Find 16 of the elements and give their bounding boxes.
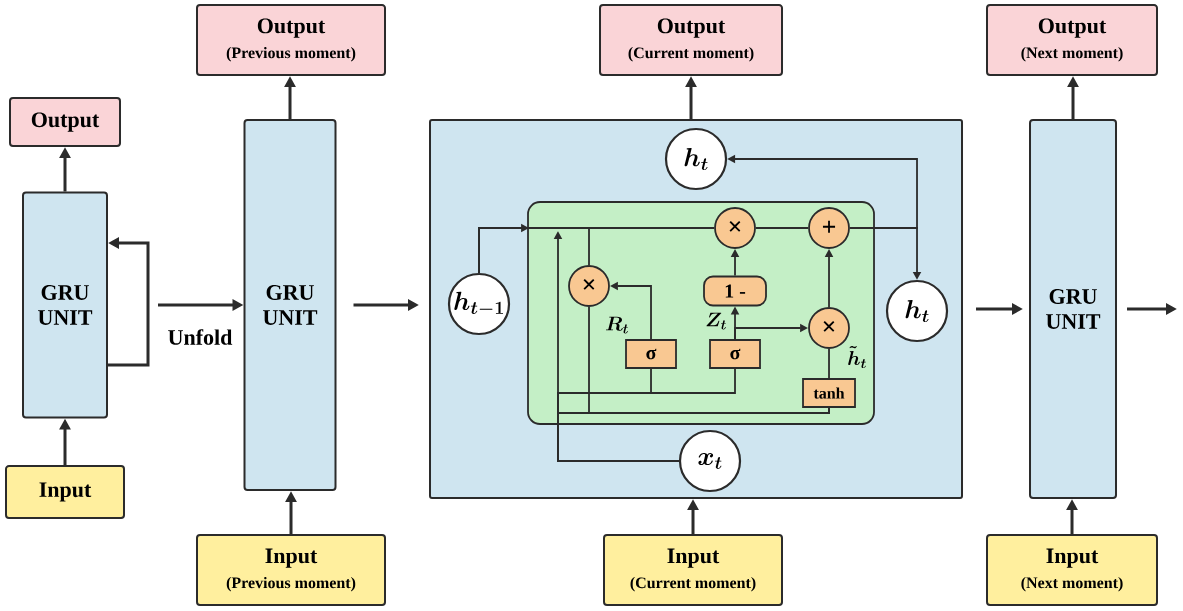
gru-unit-box: GRU UNIT: [243, 119, 337, 491]
input-box: Input: [5, 465, 125, 519]
sigmoid-box: σ: [709, 339, 761, 369]
output-box: Output (Current moment): [599, 4, 783, 76]
gru-unit-box: GRU UNIT: [22, 191, 108, 419]
input-box: Input (Current moment): [603, 534, 783, 606]
output-box: Output (Next moment): [986, 4, 1158, 76]
edge-label: Unfold: [166, 328, 234, 346]
output-box: Output (Previous moment): [196, 4, 386, 76]
input-box: Input (Next moment): [986, 534, 1158, 606]
output-box: Output: [9, 97, 121, 147]
input-box: Input (Previous moment): [196, 534, 386, 606]
subtract-box: 1 -: [703, 275, 767, 307]
gru-unit-box: GRU UNIT: [1029, 119, 1117, 499]
sigmoid-box: σ: [625, 339, 677, 369]
tanh-box: tanh: [802, 378, 856, 408]
